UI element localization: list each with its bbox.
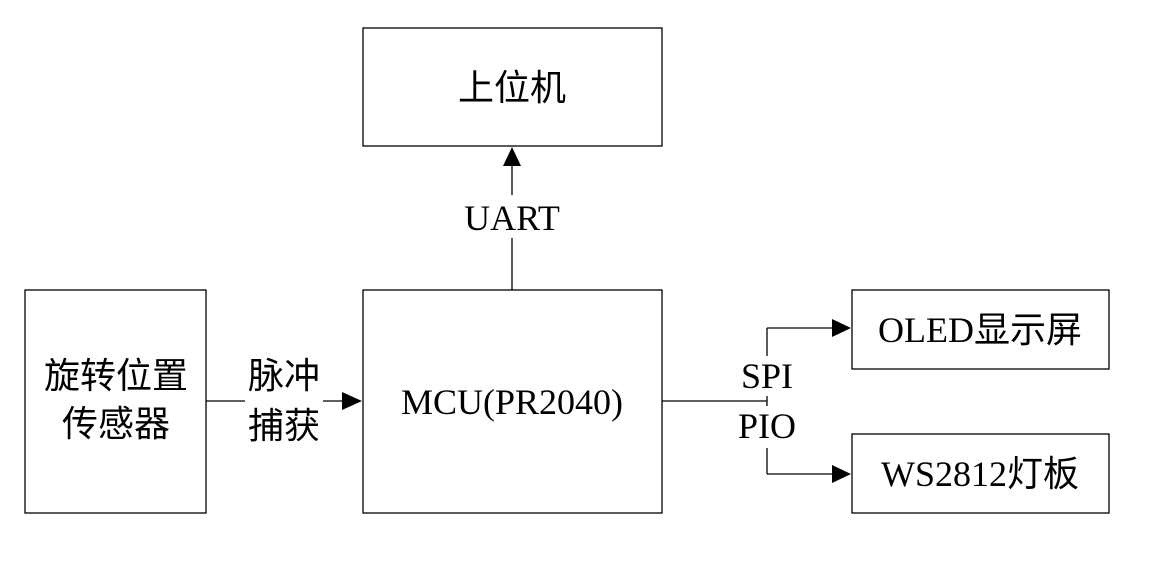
spi-arrowhead (832, 319, 851, 337)
oled-label: OLED显示屏 (878, 310, 1082, 350)
ws2812-box (851, 433, 1110, 514)
pio-label: PIO (738, 406, 796, 446)
uart-label: UART (464, 198, 560, 238)
mcu-box (362, 289, 663, 514)
oled-box (851, 289, 1110, 370)
sensor-box (24, 289, 207, 514)
host-label: 上位机 (458, 68, 566, 108)
host-box (362, 27, 663, 147)
mcu-label: MCU(PR2040) (401, 382, 623, 422)
pulse-label-line2: 捕获 (248, 406, 320, 446)
spi-label: SPI (741, 356, 793, 396)
uart-arrowhead (503, 147, 521, 166)
sensor-label-line2: 传感器 (62, 404, 170, 444)
sensor-label-line1: 旋转位置 (44, 356, 188, 396)
pulse-label-line1: 脉冲 (248, 356, 320, 396)
pulse-arrowhead (342, 392, 362, 410)
ws2812-label: WS2812灯板 (881, 454, 1079, 494)
pio-arrowhead (832, 465, 851, 483)
